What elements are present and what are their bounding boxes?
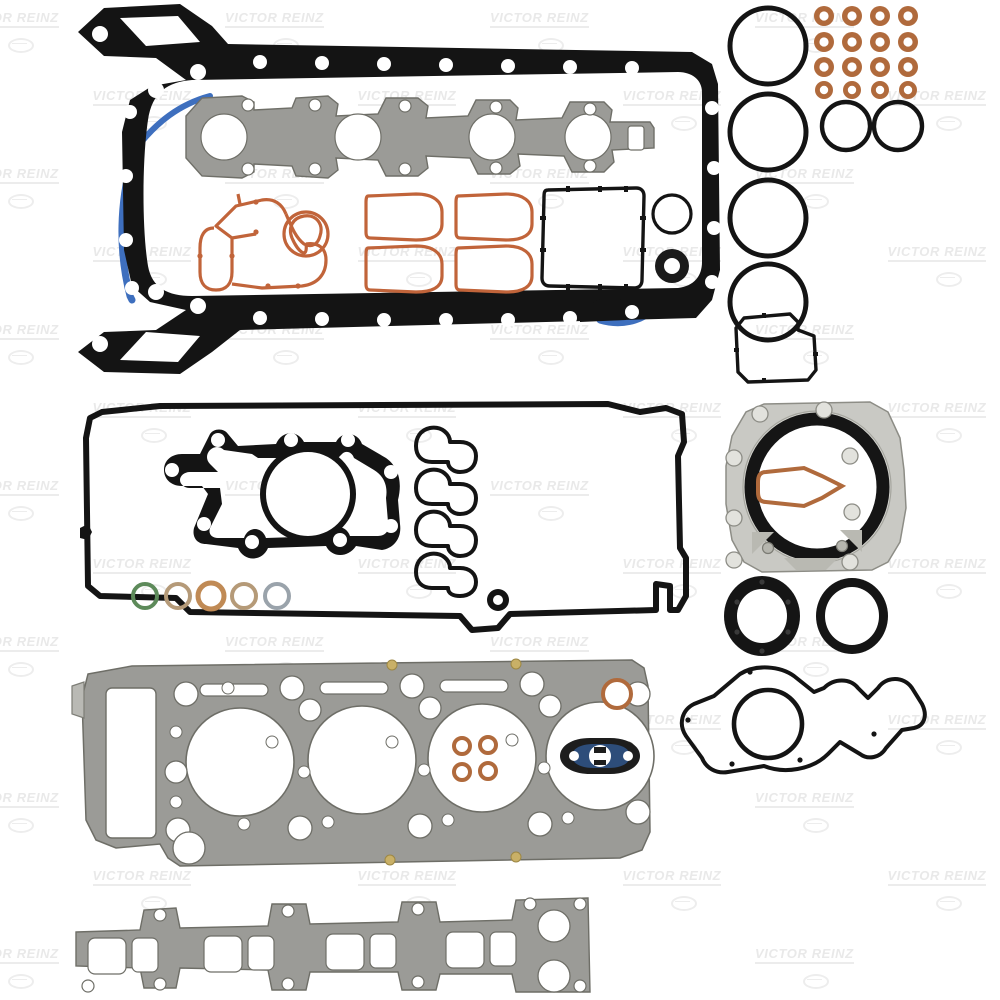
watermark-text: VICTOR REINZ xyxy=(755,790,854,808)
watermark-text: VICTOR REINZ xyxy=(0,478,59,496)
watermark-text: VICTOR REINZ xyxy=(0,790,59,808)
watermark-logo-icon xyxy=(8,506,34,521)
watermark-logo-icon xyxy=(8,194,34,209)
part-copper-washer-grid xyxy=(812,4,924,99)
watermark-logo-icon xyxy=(8,38,34,53)
part-crank-seal-housing xyxy=(722,400,912,575)
part-small-shaft-seal xyxy=(652,246,692,286)
watermark-logo-icon xyxy=(8,974,34,989)
watermark-logo-icon xyxy=(935,584,962,599)
watermark-text: VICTOR REINZ xyxy=(887,868,987,886)
part-cylinder-head-gasket xyxy=(71,652,655,877)
part-small-oring-row xyxy=(130,580,291,612)
watermark-logo-icon xyxy=(8,350,34,365)
part-thin-oring-large xyxy=(650,192,694,236)
watermark-text: VICTOR REINZ xyxy=(755,946,854,964)
watermark-logo-icon xyxy=(935,428,962,443)
part-timing-cover-gasket xyxy=(672,662,972,792)
part-square-cover-gasket xyxy=(540,186,646,290)
watermark-logo-icon xyxy=(803,974,829,989)
watermark-text: VICTOR REINZ xyxy=(0,166,59,184)
watermark-text: VICTOR REINZ xyxy=(0,946,59,964)
watermark-logo-icon xyxy=(8,818,34,833)
part-valve-cover-gasket xyxy=(80,398,710,643)
watermark-text: VICTOR REINZ xyxy=(0,634,59,652)
watermark-logo-icon xyxy=(935,116,962,131)
watermark-logo-icon xyxy=(935,896,962,911)
part-intake-port-seal-set xyxy=(364,186,534,296)
part-crank-seal-pair xyxy=(722,572,892,660)
part-spark-plug-tube-seals xyxy=(414,424,484,598)
watermark-text: VICTOR REINZ xyxy=(0,322,59,340)
part-oil-pan-gasket xyxy=(60,0,740,390)
part-cam-cover-plug-gasket xyxy=(732,310,820,386)
part-oring-column xyxy=(727,4,925,343)
watermark-logo-icon xyxy=(8,662,34,677)
watermark-logo-icon xyxy=(935,272,962,287)
part-exhaust-manifold-gasket xyxy=(180,92,660,182)
part-coolant-housing-seal xyxy=(196,186,356,296)
watermark-logo-icon xyxy=(803,818,829,833)
part-intake-manifold-gasket xyxy=(72,894,592,996)
watermark-logo-icon xyxy=(670,896,697,911)
watermark-text: VICTOR REINZ xyxy=(0,10,59,28)
part-water-pump-gasket xyxy=(148,428,403,568)
